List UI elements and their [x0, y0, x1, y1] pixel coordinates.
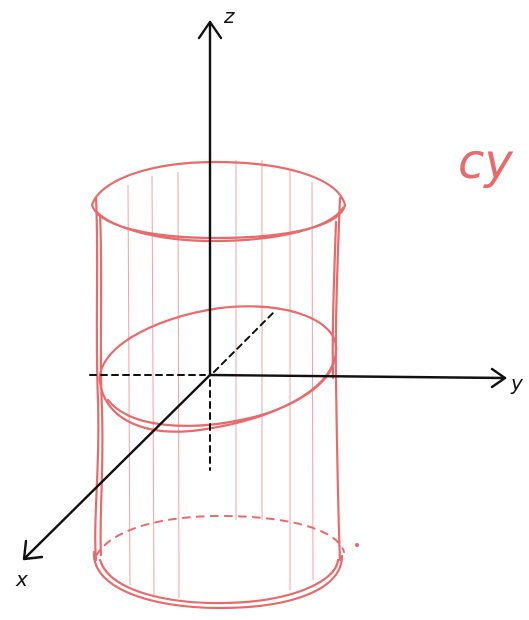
- cylinder-hatch-lines: [127, 160, 314, 599]
- x-axis-arrowhead: [22, 539, 44, 561]
- cylinder-middle-ellipse: [98, 305, 338, 433]
- negative-x-axis-dashed: [213, 309, 277, 373]
- y-axis: [208, 373, 507, 380]
- y-axis-arrowhead: [490, 367, 507, 389]
- cylinder-bottom-ellipse-front: [92, 550, 344, 610]
- handwritten-title: cy: [458, 134, 513, 190]
- hidden-axis-segments: [89, 309, 277, 471]
- y-axis-label: y: [510, 371, 524, 395]
- axes: [22, 20, 507, 561]
- z-axis-arrowhead: [197, 20, 223, 40]
- sketch-dot: [355, 543, 359, 547]
- cylinder-outline: [90, 160, 347, 610]
- x-axis: [23, 373, 212, 560]
- cylinder-top-ellipse: [90, 160, 347, 240]
- cylinder-left-side: [94, 196, 100, 562]
- cylinder-right-side: [334, 196, 342, 562]
- cylinder-bottom-ellipse-back: [95, 514, 345, 557]
- x-axis-label: x: [15, 567, 28, 591]
- z-axis-label: z: [223, 4, 235, 28]
